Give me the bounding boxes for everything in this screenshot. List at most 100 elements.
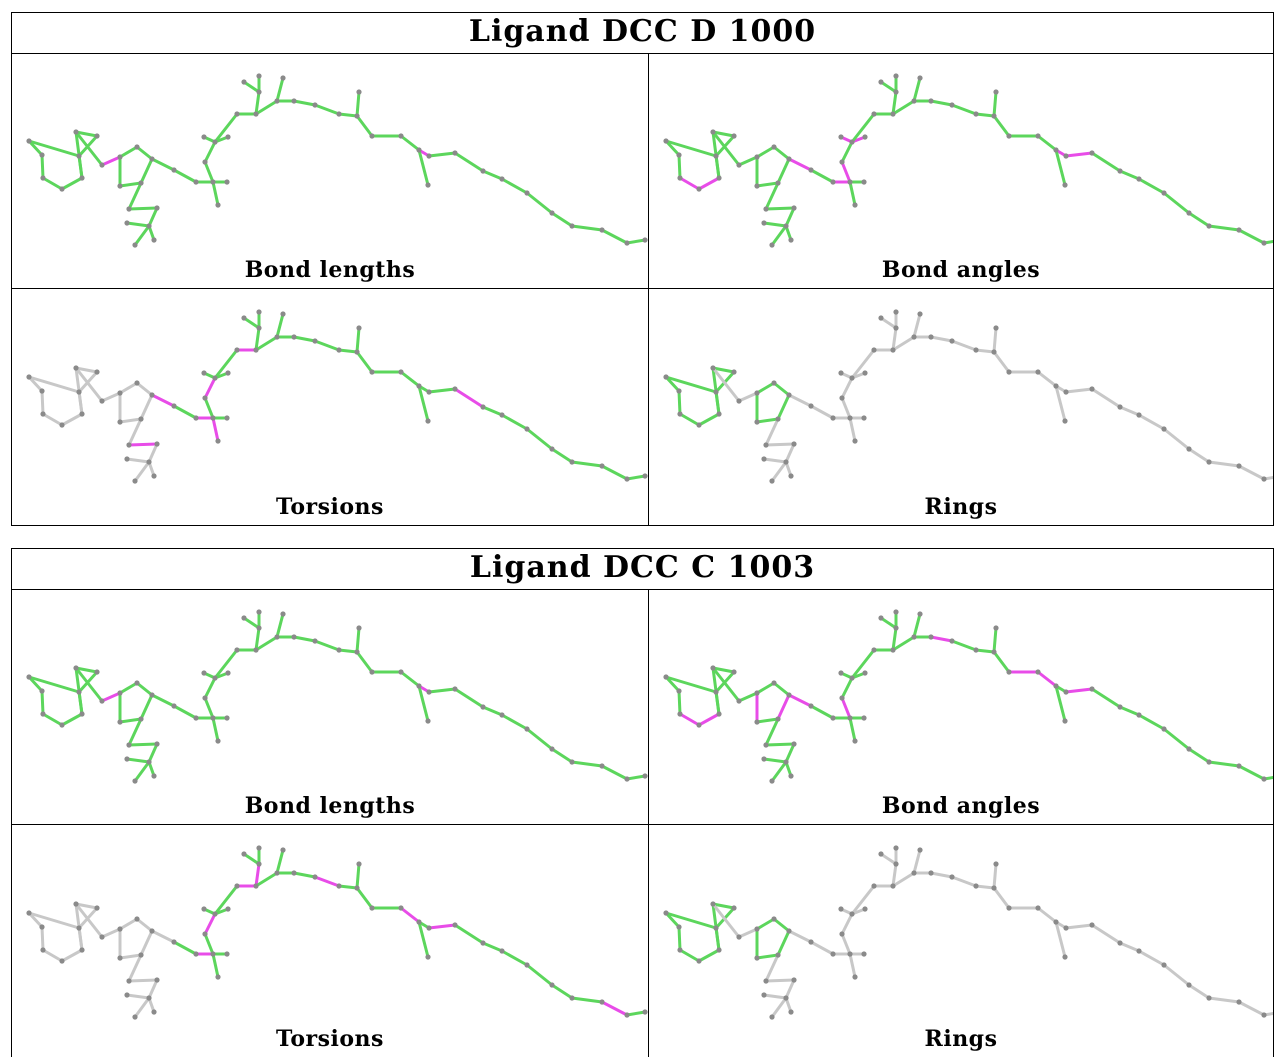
bond (737, 927, 759, 939)
bond (809, 404, 835, 420)
atom (280, 311, 286, 317)
bond (417, 148, 430, 187)
atom (117, 390, 123, 396)
panel-caption: Rings (924, 1026, 998, 1052)
molecule-diagram (26, 73, 648, 248)
bond (840, 396, 852, 420)
atom (1062, 718, 1068, 724)
atom (786, 392, 792, 398)
bond (147, 442, 159, 464)
panel-caption: Bond angles (881, 793, 1041, 819)
bond (399, 370, 421, 388)
bond (974, 112, 996, 118)
bond (27, 139, 44, 157)
panel-rings: Rings (649, 825, 1273, 1057)
bond (1036, 670, 1058, 688)
atom (917, 75, 923, 81)
atom (201, 670, 207, 676)
atom (256, 625, 262, 631)
atom (154, 741, 160, 747)
atom (171, 939, 177, 945)
atom (524, 426, 530, 432)
atom (117, 955, 123, 961)
bond (254, 99, 279, 116)
bond (784, 442, 796, 464)
atom (26, 374, 32, 380)
atom (862, 370, 868, 376)
bond (127, 442, 159, 447)
atom (134, 916, 140, 922)
bond (848, 416, 857, 443)
atom (426, 925, 432, 931)
molecule-diagram (663, 73, 1273, 248)
atom (40, 175, 46, 181)
atom (416, 919, 422, 925)
atom (253, 347, 259, 353)
bond (254, 871, 279, 888)
bond (950, 875, 978, 888)
atom (788, 473, 794, 479)
bond (809, 704, 835, 720)
atom (642, 1009, 648, 1015)
atom (716, 175, 722, 181)
bond (1118, 405, 1141, 417)
bond (929, 99, 954, 107)
bond (27, 675, 81, 694)
atom (202, 159, 208, 165)
bond (1036, 134, 1058, 152)
bond (848, 716, 857, 743)
atom (677, 175, 683, 181)
atom (775, 952, 781, 958)
atom (569, 459, 575, 465)
atom (452, 922, 458, 928)
atom (274, 98, 280, 104)
atom (274, 634, 280, 640)
atom (893, 625, 899, 631)
atom (893, 845, 899, 851)
bond (127, 206, 159, 211)
atom (124, 756, 130, 762)
atom (847, 179, 853, 185)
bond (27, 911, 81, 930)
bond (850, 112, 876, 144)
atom (1053, 683, 1059, 689)
bond (770, 460, 788, 483)
bond (313, 103, 341, 116)
atom (878, 851, 884, 857)
atom (134, 144, 140, 150)
atom (890, 111, 896, 117)
bond (337, 884, 359, 890)
atom (838, 906, 844, 912)
bond (242, 316, 261, 330)
bond (840, 676, 854, 700)
atom (1063, 925, 1069, 931)
bond (787, 693, 813, 708)
bond (172, 704, 198, 720)
bond (677, 153, 682, 180)
bond (776, 693, 791, 721)
atom (94, 669, 100, 675)
bond (1137, 713, 1166, 731)
bond (135, 917, 154, 933)
bond (481, 705, 504, 717)
bond (74, 366, 99, 374)
atom (398, 905, 404, 911)
atom (312, 338, 318, 344)
atom (452, 150, 458, 156)
atom (911, 98, 917, 104)
atom (890, 883, 896, 889)
atom (993, 625, 999, 631)
bond (313, 339, 341, 352)
bond (764, 717, 780, 747)
bond (711, 366, 736, 374)
bond (678, 712, 701, 727)
bond (784, 742, 796, 764)
bond (41, 176, 64, 191)
bond (355, 650, 374, 674)
bond (27, 375, 81, 394)
atom (1186, 210, 1192, 216)
panel-bond-lengths: Bond lengths (12, 53, 649, 289)
atom (1161, 426, 1167, 432)
atom (771, 680, 777, 686)
bond (625, 774, 647, 781)
